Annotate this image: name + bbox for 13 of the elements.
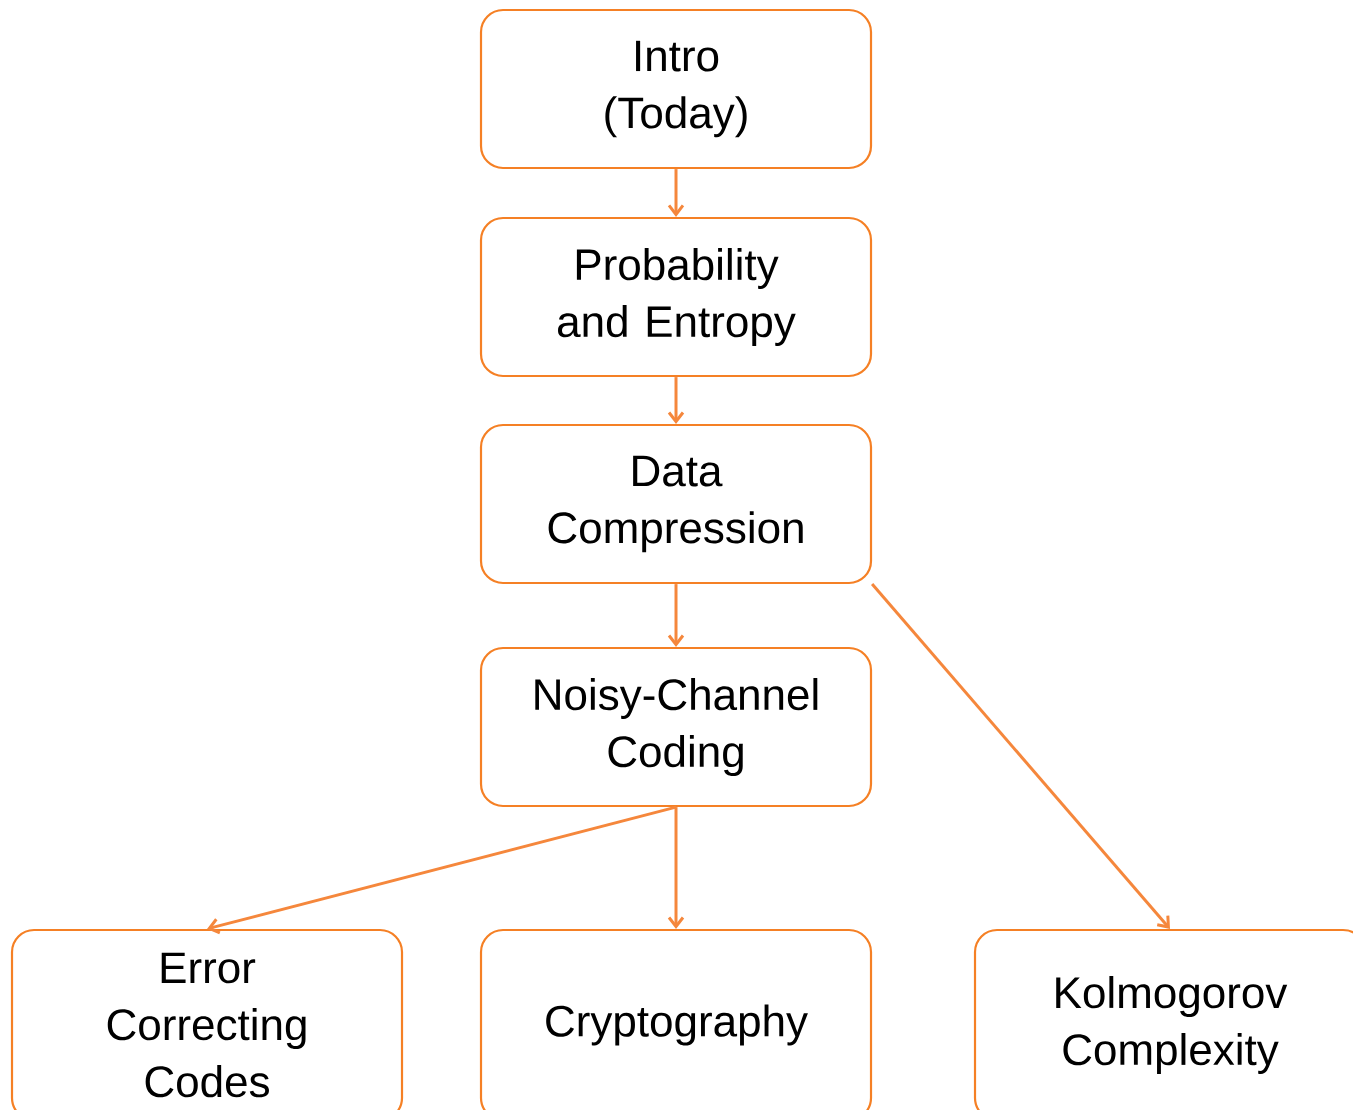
arrow (870, 583, 1170, 929)
arrow (667, 584, 685, 647)
arrow (667, 377, 685, 424)
arrow (207, 805, 677, 935)
topic-box: Probability and Entropy (479, 216, 873, 378)
topic-box: Noisy-Channel Coding (479, 646, 873, 808)
topic-box: Data Compression (479, 423, 873, 585)
topic-box: Cryptography (479, 928, 873, 1110)
arrow (667, 169, 685, 217)
topic-box: Kolmogorov Complexity (973, 928, 1353, 1110)
topic-box: Error Correcting Codes (10, 928, 404, 1110)
arrow (667, 807, 685, 929)
topic-box: Intro (Today) (479, 8, 873, 170)
